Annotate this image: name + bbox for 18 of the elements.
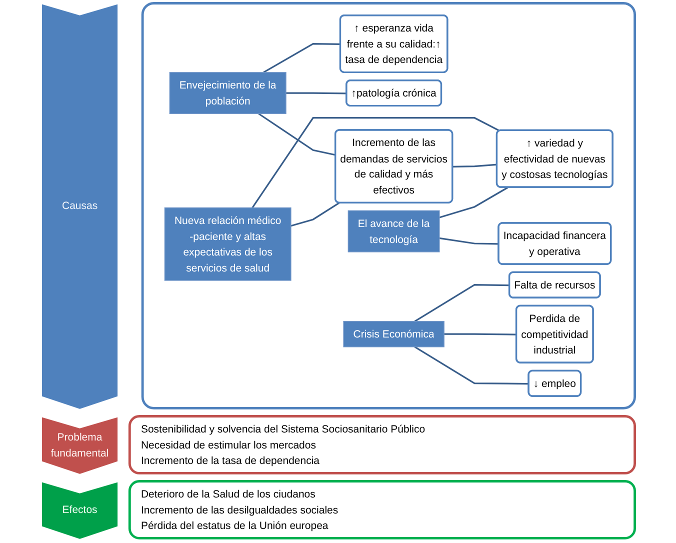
connector — [439, 237, 499, 245]
node-box: Deterioro de la Salud de los ciudanos Incremento de las desilgualdades sociales Pérdida del estatus de la Unión europea — [128, 480, 636, 540]
connector — [444, 333, 517, 336]
cluster — [141, 2, 636, 410]
node-box: El avance de la tecnología — [348, 210, 440, 252]
node-box: Nueva relación médico -paciente y altas expectativas de los servicios de salud — [164, 207, 292, 281]
connector — [452, 164, 498, 168]
connector — [252, 117, 500, 208]
node-box: Crisis Económica — [343, 321, 444, 348]
node-box: Sostenibilidad y solvencia del Sistema Sociosanitario Público Necesidad de estimular los mercados Incremento de la tasa de dependencia — [128, 415, 636, 474]
connector — [263, 42, 341, 74]
node-box: Envejecimiento de la población — [169, 72, 286, 114]
connector — [414, 284, 510, 322]
connector — [258, 112, 336, 156]
connector — [286, 92, 347, 94]
connector — [439, 186, 508, 218]
connector — [414, 346, 529, 385]
connector — [290, 202, 340, 227]
